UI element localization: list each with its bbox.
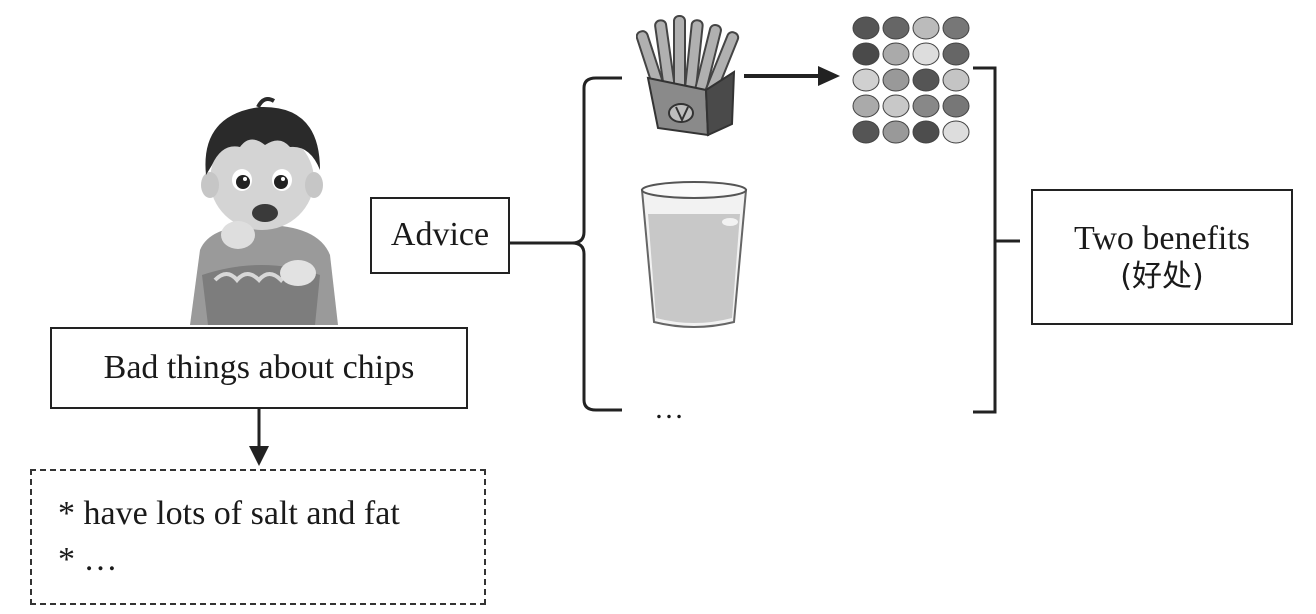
fruit-icon bbox=[912, 68, 940, 92]
list-item: * … bbox=[58, 541, 118, 578]
fruit-icon bbox=[852, 42, 880, 66]
fruit-icon bbox=[882, 120, 910, 144]
advice-label: Advice bbox=[390, 216, 490, 254]
fruit-icon bbox=[942, 16, 970, 40]
arrowhead-right bbox=[818, 66, 840, 86]
bad-things-box: Bad things about chips bbox=[50, 327, 468, 409]
fruit-icon bbox=[882, 16, 910, 40]
fruit-icon bbox=[882, 68, 910, 92]
fruit-icon bbox=[882, 94, 910, 118]
fruit-icon bbox=[942, 120, 970, 144]
fruit-icon bbox=[942, 42, 970, 66]
right-bracket bbox=[973, 66, 1020, 414]
bad-things-label: Bad things about chips bbox=[103, 348, 415, 386]
fruit-icon bbox=[942, 68, 970, 92]
arrowhead-down bbox=[249, 446, 269, 466]
advice-box: Advice bbox=[370, 197, 510, 274]
glass-of-water-illustration bbox=[638, 180, 750, 330]
fruit-icon bbox=[912, 94, 940, 118]
fruit-icon bbox=[912, 16, 940, 40]
fruit-icon bbox=[852, 68, 880, 92]
benefits-chinese-label: (好处) bbox=[1120, 259, 1204, 295]
fruit-icon bbox=[852, 120, 880, 144]
french-fries-illustration bbox=[635, 10, 744, 138]
benefits-label: Two benefits bbox=[1073, 219, 1251, 257]
fruit-icon bbox=[852, 16, 880, 40]
left-brace bbox=[510, 76, 622, 412]
bad-things-list-box: * have lots of salt and fat * … bbox=[30, 469, 486, 605]
child-illustration bbox=[170, 85, 355, 325]
fruit-icon bbox=[942, 94, 970, 118]
fruit-grid-illustration bbox=[852, 14, 972, 146]
list-item: * have lots of salt and fat bbox=[58, 495, 400, 532]
fruit-icon bbox=[912, 120, 940, 144]
advice-ellipsis: … bbox=[654, 392, 686, 425]
fruit-icon bbox=[852, 94, 880, 118]
fruit-icon bbox=[912, 42, 940, 66]
benefits-box: Two benefits (好处) bbox=[1031, 189, 1293, 325]
fruit-icon bbox=[882, 42, 910, 66]
